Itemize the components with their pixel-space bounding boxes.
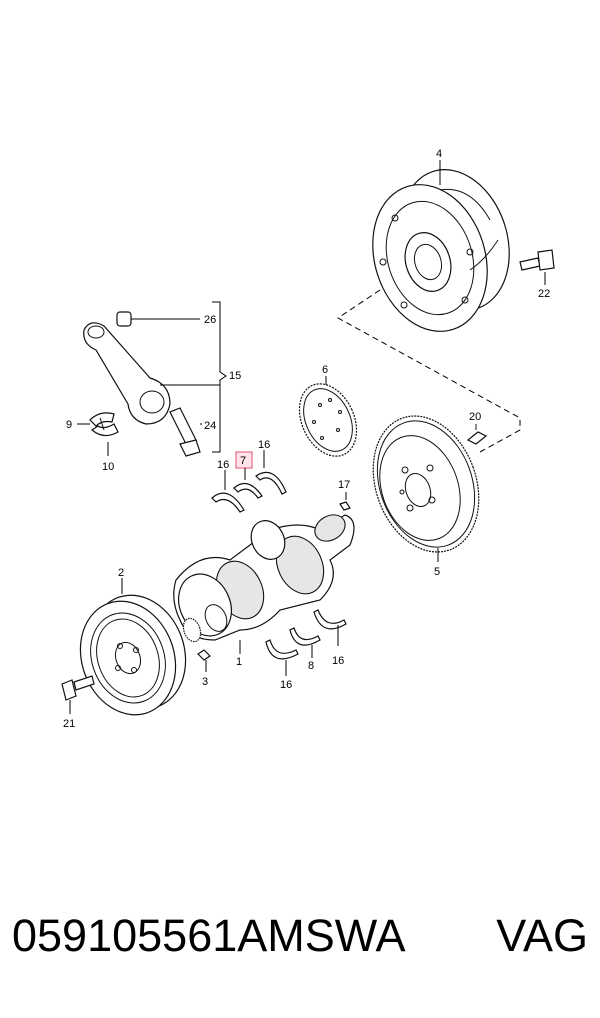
- label-1: 1: [236, 656, 242, 668]
- brand-label: VAG: [496, 910, 588, 961]
- bolt-20: [466, 424, 488, 445]
- label-20: 20: [469, 411, 481, 423]
- flywheel-5: [372, 415, 480, 553]
- part-number: 059105561AMSWA: [12, 910, 406, 961]
- exploded-parts-diagram: 4 22 6 5 20: [61, 148, 555, 730]
- label-16-c: 16: [280, 679, 292, 691]
- label-5: 5: [434, 566, 440, 578]
- label-7: 7: [240, 455, 246, 467]
- label-2: 2: [118, 567, 124, 579]
- label-17: 17: [338, 479, 350, 491]
- label-22: 22: [538, 288, 550, 300]
- connecting-rod: [83, 311, 201, 457]
- highlight-7: [235, 451, 253, 469]
- flywheel-dual-mass: [372, 169, 510, 332]
- label-16-a: 16: [217, 459, 229, 471]
- label-16-b: 16: [258, 439, 270, 451]
- crankshaft-pulley: [79, 594, 187, 716]
- pin-17: [339, 501, 351, 511]
- label-26: 26: [204, 314, 216, 326]
- label-15: 15: [229, 370, 241, 382]
- footer: 059105561AMSWA VAG: [0, 910, 600, 980]
- label-3: 3: [202, 676, 208, 688]
- drive-plate-6: [298, 383, 358, 457]
- label-16-d: 16: [332, 655, 344, 667]
- bolt-22: [519, 249, 555, 271]
- label-21: 21: [63, 718, 75, 730]
- label-6: 6: [322, 364, 328, 376]
- bearing-shells-upper: [211, 471, 287, 513]
- crankshaft: [173, 514, 355, 643]
- conrod-bearing-shells: [89, 412, 119, 437]
- label-24: 24: [204, 420, 216, 432]
- label-10: 10: [102, 461, 114, 473]
- pin-3: [197, 649, 211, 661]
- bolt-21: [61, 675, 95, 701]
- label-9: 9: [66, 419, 72, 431]
- bearing-shells-lower: [265, 609, 347, 660]
- label-8: 8: [308, 660, 314, 672]
- label-4: 4: [436, 148, 442, 160]
